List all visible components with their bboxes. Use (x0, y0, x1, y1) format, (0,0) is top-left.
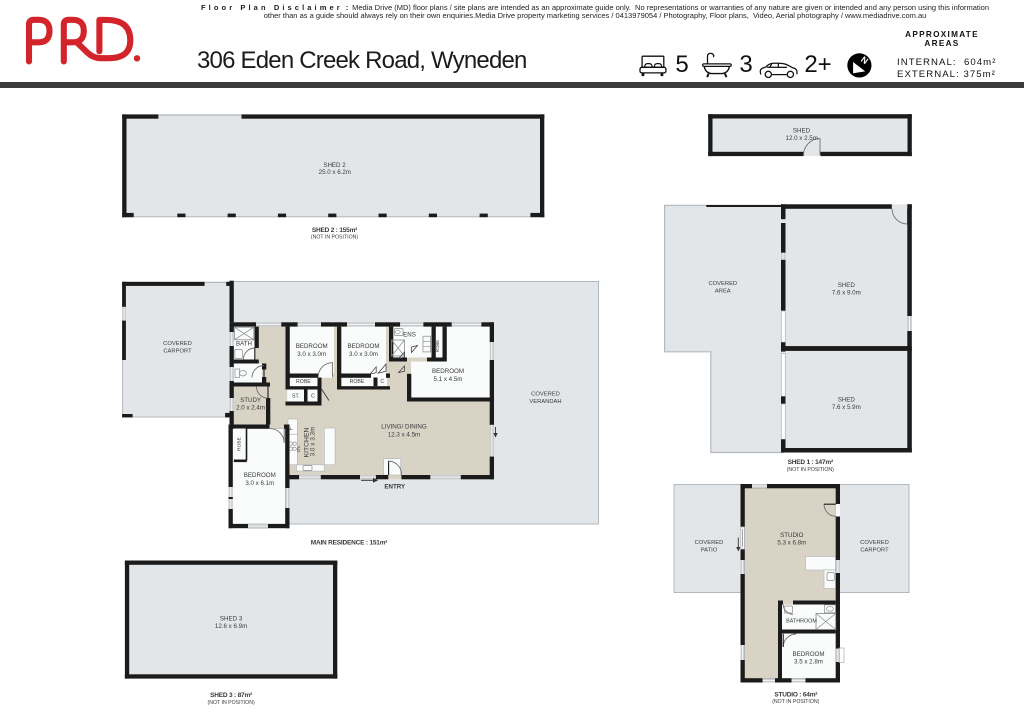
svg-text:COVERED: COVERED (531, 392, 560, 398)
svg-text:SHED: SHED (838, 396, 856, 403)
svg-text:SHED 2 : 155m²: SHED 2 : 155m² (312, 227, 358, 234)
svg-text:BEDROOM: BEDROOM (348, 343, 380, 350)
svg-text:VERANDAH: VERANDAH (529, 399, 561, 405)
svg-text:AREA: AREA (715, 289, 731, 295)
svg-text:7.6 x 9.0m: 7.6 x 9.0m (832, 290, 861, 297)
svg-text:3.0 x 3.0m: 3.0 x 3.0m (297, 351, 326, 358)
svg-text:BEDROOM: BEDROOM (432, 368, 464, 375)
svg-text:5.3 x 6.8m: 5.3 x 6.8m (777, 540, 806, 547)
svg-text:COVERED: COVERED (708, 281, 737, 287)
svg-text:BEDROOM: BEDROOM (296, 343, 328, 350)
svg-text:STUDY: STUDY (240, 397, 261, 404)
svg-text:COVERED: COVERED (695, 540, 724, 546)
svg-text:STUDIO : 64m²: STUDIO : 64m² (774, 691, 818, 698)
svg-text:SHED 2: SHED 2 (323, 162, 346, 169)
svg-text:5.1 x 4.5m: 5.1 x 4.5m (434, 376, 463, 383)
svg-text:3.0 x 3.0m: 3.0 x 3.0m (349, 351, 378, 358)
svg-text:12.0 x 2.5m: 12.0 x 2.5m (786, 135, 818, 142)
svg-text:ROBE: ROBE (236, 437, 242, 451)
svg-text:STUDIO: STUDIO (780, 532, 804, 539)
svg-text:3.0 x 3.3m: 3.0 x 3.3m (310, 427, 317, 457)
svg-text:C: C (311, 393, 315, 399)
svg-text:CARPORT: CARPORT (860, 548, 889, 554)
svg-text:BEDROOM: BEDROOM (244, 472, 276, 479)
svg-text:SHED 1 : 147m²: SHED 1 : 147m² (788, 459, 834, 466)
svg-text:12.6 x 6.9m: 12.6 x 6.9m (215, 623, 247, 630)
svg-text:KITCHEN: KITCHEN (303, 427, 310, 457)
svg-text:3.0 x 6.1m: 3.0 x 6.1m (245, 480, 274, 487)
svg-text:OV: OV (296, 445, 301, 453)
svg-text:3.5 x 2.8m: 3.5 x 2.8m (794, 659, 823, 666)
svg-text:SHED: SHED (838, 282, 856, 289)
svg-text:MAIN RESIDENCE : 151m²: MAIN RESIDENCE : 151m² (311, 540, 389, 547)
svg-text:ROBE: ROBE (296, 379, 311, 385)
svg-text:BEDROOM: BEDROOM (793, 651, 825, 658)
svg-text:COVERED: COVERED (860, 540, 889, 546)
svg-text:7.6 x 5.9m: 7.6 x 5.9m (832, 404, 861, 411)
svg-text:F: F (289, 427, 295, 430)
svg-text:ENTRY: ENTRY (384, 483, 406, 490)
svg-text:ENS: ENS (403, 332, 416, 339)
svg-text:ROBE: ROBE (350, 379, 365, 385)
svg-text:(NOT IN POSITION): (NOT IN POSITION) (772, 699, 819, 705)
svg-text:SHED 3 : 87m²: SHED 3 : 87m² (210, 692, 253, 699)
svg-text:BATHROOM: BATHROOM (786, 618, 817, 624)
svg-text:(NOT IN POSITION): (NOT IN POSITION) (208, 700, 255, 706)
svg-text:SHED: SHED (793, 127, 811, 134)
svg-text:BATH: BATH (236, 341, 252, 348)
svg-text:(NOT IN POSITION): (NOT IN POSITION) (311, 234, 358, 240)
svg-text:(NOT IN POSITION): (NOT IN POSITION) (787, 467, 834, 473)
svg-text:PATIO: PATIO (701, 548, 718, 554)
svg-text:SHED 3: SHED 3 (220, 616, 243, 623)
svg-text:COVERED: COVERED (163, 341, 192, 347)
svg-text:LIVING/ DINING: LIVING/ DINING (381, 424, 427, 431)
svg-text:2.0 x 2.4m: 2.0 x 2.4m (236, 405, 265, 412)
svg-text:25.0 x 6.2m: 25.0 x 6.2m (319, 169, 351, 176)
svg-text:ROBE: ROBE (435, 340, 440, 353)
svg-text:ST.: ST. (292, 393, 300, 399)
svg-text:N: N (859, 54, 870, 66)
svg-text:C: C (380, 379, 384, 385)
svg-text:12.3 x 4.5m: 12.3 x 4.5m (388, 432, 420, 439)
svg-text:CARPORT: CARPORT (163, 349, 192, 355)
